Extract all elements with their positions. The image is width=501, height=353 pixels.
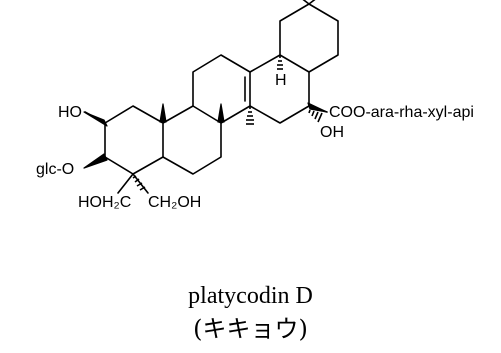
label-c3-glycoside: glc-O xyxy=(36,161,74,178)
ring-e xyxy=(279,3,339,73)
label-c23-hydroxymethyl: HOH₂C xyxy=(78,194,131,211)
stereo-bonds xyxy=(83,102,328,169)
ring-bonds xyxy=(84,0,339,194)
ring-a xyxy=(104,105,164,175)
label-c24-hydroxymethyl: CH₂OH xyxy=(148,194,201,211)
label-c16-hydroxyl: OH xyxy=(320,124,344,141)
hashed-bonds xyxy=(132,56,323,191)
ring-c xyxy=(192,54,251,124)
compound-name: platycodin D xyxy=(188,283,313,309)
platycodin-d-structure: COO-ara-rha-xyl-api H OH HO glc-O HOH₂C … xyxy=(36,0,474,211)
label-ester: COO-ara-rha-xyl-api xyxy=(329,104,474,121)
wedge-methyl-c25 xyxy=(159,103,167,123)
methyl-c29 xyxy=(302,0,310,5)
ring-d xyxy=(249,54,310,124)
ring-b xyxy=(162,105,222,175)
plant-source: (キキョウ) xyxy=(193,315,308,343)
label-c2-hydroxyl: HO xyxy=(58,104,82,121)
bond-c4-ch2oh-left xyxy=(117,173,134,194)
wedge-methyl-c26 xyxy=(217,103,225,123)
wedge-c2-oh xyxy=(83,111,108,127)
wedge-c3-oglc xyxy=(83,153,108,169)
methyl-c30 xyxy=(308,0,316,5)
label-hydrogen: H xyxy=(275,72,287,89)
wedge-c28 xyxy=(307,102,328,113)
